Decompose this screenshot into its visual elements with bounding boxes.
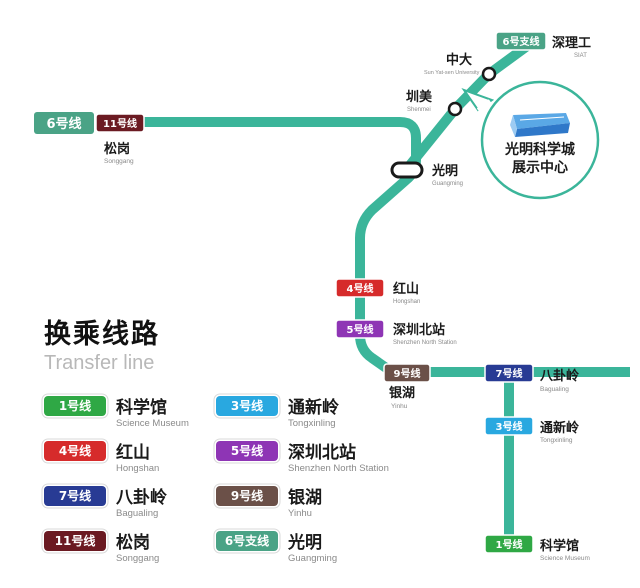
tongxinling-zh: 通新岭	[540, 420, 579, 436]
legend-station-zh: 深圳北站	[288, 443, 356, 463]
terminal-badge: 6号线	[34, 112, 94, 134]
line6-north-branch	[401, 39, 535, 175]
legend-station-zh: 松岗	[116, 533, 150, 553]
legend-station-zh: 红山	[116, 443, 150, 463]
legend-station-en: Shenzhen North Station	[288, 463, 389, 474]
siat-en: SIAT	[574, 53, 587, 59]
callout-bubble	[461, 80, 600, 200]
zhongda-zh: 中大	[446, 52, 472, 68]
shenzhen-north-zh: 深圳北站	[393, 322, 445, 338]
terminal-badge-label: 6号线	[46, 116, 81, 132]
station-science-museum: 1号线 科学馆 Science Museum	[484, 534, 590, 562]
legend-station-en: Tongxinling	[288, 418, 336, 429]
shenmei-zh: 圳美	[406, 89, 433, 105]
legend-badge: 7号线	[44, 486, 106, 506]
legend-badge: 3号线	[216, 396, 278, 416]
callout-line2: 展示中心	[512, 159, 568, 176]
shenmei-en: Shenmei	[407, 107, 431, 113]
hongshan-transfer-badge: 4号线	[347, 282, 374, 295]
legend: 1号线 科学馆 Science Museum 3号线 通新岭 Tongxinli…	[44, 393, 444, 568]
station-tongxinling: 3号线 通新岭 Tongxinling	[484, 416, 579, 444]
yinhu-zh: 银湖	[389, 385, 415, 401]
science-museum-zh: 科学馆	[540, 538, 579, 554]
legend-station-zh: 光明	[288, 533, 322, 553]
legend-station-zh: 八卦岭	[116, 488, 167, 508]
legend-station-en: Bagualing	[116, 508, 159, 519]
science-museum-en: Science Museum	[540, 555, 590, 562]
station-hongshan: 4号线 红山 Hongshan	[335, 278, 420, 305]
songgang-zh: 松岗	[104, 141, 130, 157]
bagualing-en: Bagualing	[540, 386, 569, 393]
line6-route	[140, 117, 630, 377]
zhongda-en: Sun Yat-sen University	[424, 70, 480, 76]
legend-station-en: Guangming	[288, 553, 338, 564]
tongxinling-transfer-badge: 3号线	[496, 420, 523, 433]
legend-station-en: Science Museum	[116, 418, 189, 429]
legend-badge: 11号线	[44, 531, 106, 551]
station-guangming: 光明 Guangming	[390, 161, 463, 187]
guangming-en: Guangming	[432, 181, 463, 187]
legend-badge: 1号线	[44, 396, 106, 416]
science-museum-transfer-badge: 1号线	[496, 538, 523, 551]
songgang-transfer-badge: 11号线	[103, 117, 137, 130]
hongshan-en: Hongshan	[393, 299, 420, 305]
legend-badge: 6号支线	[216, 531, 278, 551]
shenzhen-north-transfer-badge: 5号线	[347, 323, 374, 336]
station-yinhu: 9号线 银湖 Yinhu	[383, 363, 431, 410]
guangming-zh: 光明	[431, 163, 458, 179]
station-shenmei: 圳美 Shenmei	[406, 89, 463, 117]
legend-badge: 5号线	[216, 441, 278, 461]
callout-line1: 光明科学城	[504, 141, 575, 158]
shenzhen-north-en: Shenzhen North Station	[393, 340, 457, 346]
legend-badge: 9号线	[216, 486, 278, 506]
siat-zh: 深理工	[552, 35, 591, 51]
legend-station-en: Hongshan	[116, 463, 160, 474]
siat-transfer-badge: 6号支线	[503, 35, 540, 48]
station-siat: 6号支线 深理工 SIAT	[495, 31, 591, 59]
station-shenzhen-north: 5号线 深圳北站 Shenzhen North Station	[335, 319, 457, 346]
legend-station-zh: 银湖	[288, 488, 322, 508]
station-bagualing: 7号线 八卦岭 Bagualing	[484, 363, 579, 393]
station-zhongda: 中大 Sun Yat-sen University	[424, 52, 497, 82]
hongshan-zh: 红山	[393, 281, 419, 297]
legend-station-en: Yinhu	[288, 508, 312, 519]
yinhu-transfer-badge: 9号线	[394, 367, 421, 380]
legend-subtitle: Transfer line	[44, 352, 155, 374]
songgang-en: Songgang	[104, 158, 134, 165]
legend-station-zh: 通新岭	[288, 398, 339, 418]
legend-station-en: Songgang	[116, 553, 160, 564]
legend-station-zh: 科学馆	[116, 398, 167, 418]
tongxinling-en: Tongxinling	[540, 437, 573, 444]
station-songgang: 11号线 松岗 Songgang	[95, 113, 145, 165]
bagualing-zh: 八卦岭	[539, 368, 579, 384]
bagualing-transfer-badge: 7号线	[496, 367, 523, 380]
legend-title: 换乘线路	[44, 319, 160, 350]
legend-badge: 4号线	[44, 441, 106, 461]
building-icon	[510, 113, 570, 137]
yinhu-en: Yinhu	[391, 403, 408, 410]
